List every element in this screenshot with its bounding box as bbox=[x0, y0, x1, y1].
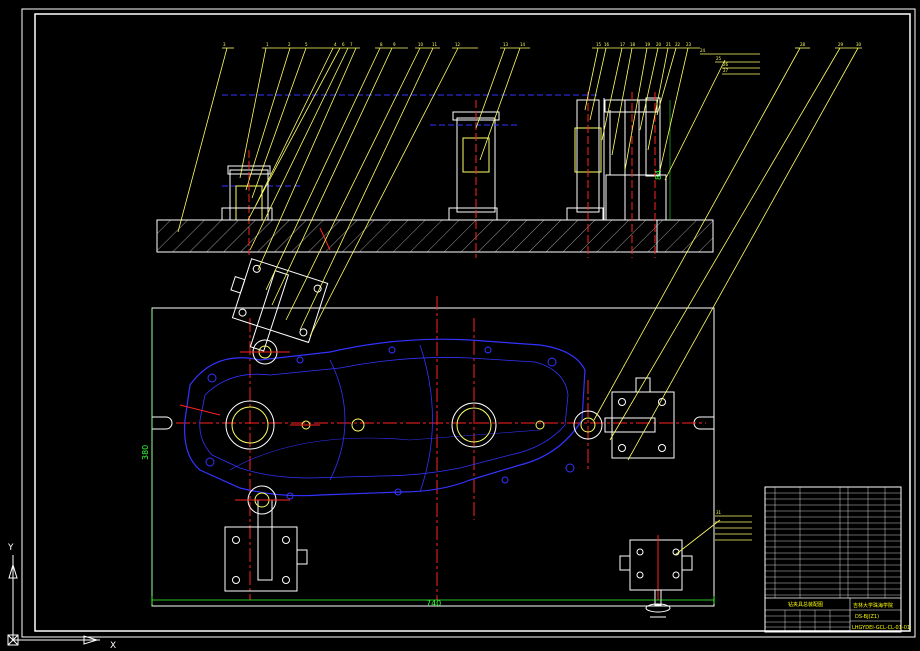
balloon-12: 12 bbox=[455, 42, 461, 47]
balloon-27: 27 bbox=[723, 68, 729, 73]
dimension-lines bbox=[151, 100, 715, 606]
balloon-9: 9 bbox=[393, 42, 396, 47]
balloon-1: 1 bbox=[266, 42, 269, 47]
balloon-3: 3 bbox=[223, 42, 226, 47]
balloon-26: 26 bbox=[723, 62, 729, 67]
balloon-labels: 3 1 2 5 4 6 7 8 9 10 11 12 13 14 15 16 1… bbox=[223, 42, 862, 515]
plan-view bbox=[151, 258, 715, 618]
balloon-14: 14 bbox=[520, 42, 526, 47]
balloon-28: 28 bbox=[800, 42, 806, 47]
balloon-13: 13 bbox=[503, 42, 509, 47]
balloon-17: 17 bbox=[620, 42, 626, 47]
balloon-16: 16 bbox=[604, 42, 610, 47]
dim-height: 84 bbox=[654, 170, 663, 180]
workpiece-outline bbox=[183, 338, 586, 497]
balloon-7: 7 bbox=[350, 42, 353, 47]
outer-frame bbox=[21, 8, 916, 638]
ucs-x-label: X bbox=[110, 641, 116, 651]
balloon-29: 29 bbox=[838, 42, 844, 47]
balloon-11: 11 bbox=[432, 42, 438, 47]
balloon-18: 18 bbox=[630, 42, 636, 47]
balloon-24: 24 bbox=[700, 48, 706, 53]
balloon-31: 31 bbox=[716, 510, 722, 515]
balloon-22: 22 bbox=[675, 42, 681, 47]
balloon-30: 30 bbox=[856, 42, 862, 47]
balloon-2: 2 bbox=[288, 42, 291, 47]
balloon-15: 15 bbox=[596, 42, 602, 47]
balloon-20: 20 bbox=[656, 42, 662, 47]
dim-width: 380 bbox=[141, 445, 150, 460]
title-drawing-name: DS-BJ(Z1) bbox=[855, 614, 879, 620]
balloon-25: 25 bbox=[716, 56, 722, 61]
balloon-19: 19 bbox=[645, 42, 651, 47]
title-drawing-number: LHGYDEI-GCL-CL-01-01 bbox=[852, 625, 910, 631]
title-note: 钻夹具总装配图 bbox=[788, 601, 823, 608]
title-block: 吉林大学珠海学院 钻夹具总装配图 DS-BJ(Z1) LHGYDEI-GCL-C… bbox=[764, 486, 910, 633]
balloon-21: 21 bbox=[666, 42, 672, 47]
balloon-10: 10 bbox=[418, 42, 424, 47]
title-company: 吉林大学珠海学院 bbox=[853, 602, 893, 609]
balloon-4: 4 bbox=[334, 42, 337, 47]
base-plate-section bbox=[156, 219, 714, 253]
balloon-23: 23 bbox=[686, 42, 692, 47]
front-view bbox=[156, 92, 714, 258]
leader-lines bbox=[177, 47, 859, 556]
ucs-y-label: Y bbox=[7, 543, 14, 553]
balloon-6: 6 bbox=[342, 42, 345, 47]
dim-length: 740 bbox=[426, 599, 441, 608]
ucs-icon: Y X bbox=[7, 543, 116, 651]
balloon-5: 5 bbox=[305, 42, 308, 47]
balloon-8: 8 bbox=[380, 42, 383, 47]
inner-frame bbox=[34, 13, 911, 632]
